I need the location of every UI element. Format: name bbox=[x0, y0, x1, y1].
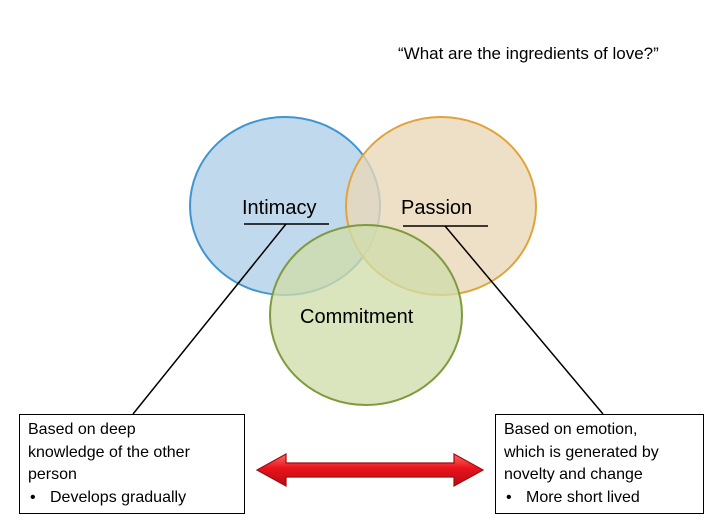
intimacy-description-box: Based on deep knowledge of the other per… bbox=[19, 414, 245, 514]
note-line: which is generated by bbox=[504, 443, 659, 461]
note-line: Based on deep bbox=[28, 421, 136, 438]
note-bullet-list: • Develops gradually bbox=[28, 487, 238, 510]
commitment-label: Commitment bbox=[300, 306, 414, 328]
note-line: Based on emotion, bbox=[504, 421, 638, 438]
note-bullet-list: • More short lived bbox=[504, 487, 697, 510]
note-line: knowledge of the other bbox=[28, 443, 190, 461]
double-headed-arrow bbox=[255, 452, 485, 488]
diagram-title: “What are the ingredients of love?” bbox=[398, 44, 659, 63]
passion-connector-line bbox=[444, 225, 604, 415]
note-line: novelty and change bbox=[504, 466, 643, 483]
intimacy-connector-line bbox=[132, 223, 287, 415]
passion-label: Passion bbox=[401, 197, 473, 219]
note-bullet-item: • Develops gradually bbox=[28, 487, 238, 510]
intimacy-label: Intimacy bbox=[242, 197, 317, 219]
note-bullet-text: More short lived bbox=[526, 488, 640, 506]
bullet-icon: • bbox=[30, 488, 36, 506]
note-line: person bbox=[28, 466, 77, 483]
note-bullet-text: Develops gradually bbox=[50, 488, 187, 506]
bullet-icon: • bbox=[506, 488, 512, 506]
passion-description-box: Based on emotion, which is generated by … bbox=[495, 414, 704, 514]
note-bullet-item: • More short lived bbox=[504, 487, 697, 510]
commitment-circle bbox=[269, 224, 463, 406]
